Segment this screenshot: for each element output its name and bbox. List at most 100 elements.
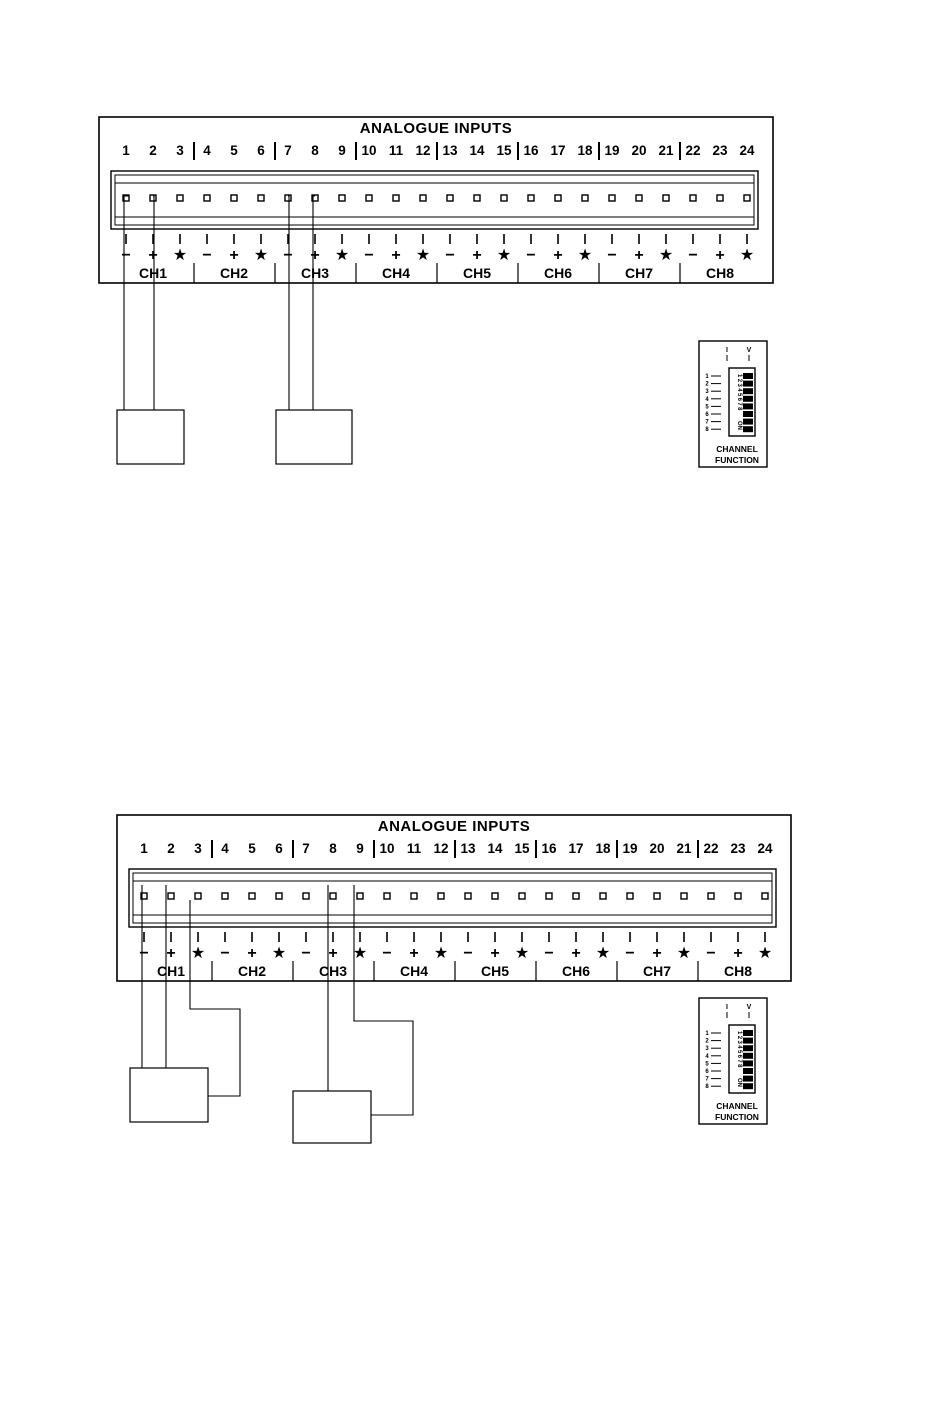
terminal-number: 17: [550, 143, 565, 158]
switch-actuator: [743, 403, 753, 410]
terminal-number: 3: [176, 143, 184, 158]
polarity-symbol: ★: [659, 247, 673, 264]
terminal-number: 23: [730, 841, 746, 856]
switch-row-number: 7: [705, 420, 709, 426]
terminal-screw: [761, 892, 769, 900]
channel-label: CH3: [319, 963, 347, 979]
polarity-symbol: ★: [758, 945, 772, 962]
polarity-symbol: +: [166, 945, 175, 962]
terminal-number: 19: [604, 143, 619, 158]
panel-title: ANALOGUE INPUTS: [378, 818, 531, 835]
switch-caption-line1: CHANNEL: [716, 1101, 758, 1111]
polarity-symbol: +: [247, 945, 256, 962]
polarity-symbol: +: [652, 945, 661, 962]
switch-body: [728, 1024, 756, 1094]
terminal-number: 10: [361, 143, 376, 158]
terminal-screw: [338, 194, 346, 202]
terminal-number: 22: [685, 143, 700, 158]
polarity-symbol: ★: [191, 945, 205, 962]
polarity-symbol: −: [445, 247, 454, 264]
wire-ch3-star: [353, 885, 414, 1116]
switch-label-v: V: [747, 347, 752, 354]
switch-row-number: 5: [705, 1061, 709, 1067]
polarity-symbol: +: [715, 247, 724, 264]
terminal-number: 18: [595, 841, 611, 856]
polarity-symbols: −+★−+★−+★−+★−+★−+★−+★−+★: [139, 945, 772, 962]
terminal-number: 6: [257, 143, 265, 158]
terminal-number: 24: [757, 841, 773, 856]
terminal-number: 17: [568, 841, 583, 856]
terminal-screw: [662, 194, 670, 202]
sensor-box: [129, 1067, 209, 1123]
terminal-screw: [149, 194, 157, 202]
terminal-number: 18: [577, 143, 593, 158]
terminal-number: 7: [284, 143, 292, 158]
polarity-symbol: +: [553, 247, 562, 264]
terminal-strip-outer: [110, 170, 759, 230]
polarity-symbol: ★: [254, 247, 268, 264]
switch-row-number: 5: [705, 404, 709, 410]
terminal-screw: [689, 194, 697, 202]
terminal-number: 23: [712, 143, 728, 158]
switch-caption-line2: FUNCTION: [715, 455, 759, 465]
terminal-screw: [257, 194, 265, 202]
polarity-symbol: ★: [335, 247, 349, 264]
switch-actuator: [743, 1068, 753, 1074]
polarity-symbol: ★: [416, 247, 430, 264]
channel-label: CH4: [382, 265, 410, 281]
switch-row-number: 2: [705, 382, 709, 388]
terminal-screw: [473, 194, 481, 202]
channel-label: CH6: [544, 265, 572, 281]
terminal-screw: [275, 892, 283, 900]
terminal-number: 2: [149, 143, 157, 158]
terminal-screw: [626, 892, 634, 900]
polarity-symbol: ★: [497, 247, 511, 264]
switch-row-number: 4: [705, 1054, 709, 1060]
switch-actuator: [743, 1045, 753, 1052]
switch-on-label: ON: [736, 421, 742, 430]
switch-actuator: [743, 1060, 753, 1067]
terminal-number: 8: [311, 143, 319, 158]
channel-label: CH2: [238, 963, 266, 979]
terminal-screw: [464, 892, 472, 900]
terminal-screw: [437, 892, 445, 900]
terminal-screw: [743, 194, 751, 202]
polarity-symbol: −: [220, 945, 229, 962]
terminal-screw: [572, 892, 580, 900]
switch-actuator: [743, 1052, 753, 1059]
channel-label: CH7: [625, 265, 653, 281]
switch-row-number: 8: [705, 1084, 709, 1090]
polarity-symbols: −+★−+★−+★−+★−+★−+★−+★−+★: [121, 247, 754, 264]
switch-actuator: [743, 1030, 753, 1036]
terminal-screw: [581, 194, 589, 202]
polarity-symbol: −: [625, 945, 634, 962]
polarity-symbol: −: [463, 945, 472, 962]
terminal-screw: [419, 194, 427, 202]
wire-ch3-positive: [312, 195, 315, 410]
channel-label: CH5: [463, 265, 491, 281]
channel-label: CH3: [301, 265, 329, 281]
terminal-screw: [311, 194, 319, 202]
terminal-number: 1: [140, 841, 148, 856]
channel-label: CH6: [562, 963, 590, 979]
polarity-symbol: +: [409, 945, 418, 962]
terminal-screw: [248, 892, 256, 900]
channel-label: CH7: [643, 963, 671, 979]
terminal-screw: [302, 892, 310, 900]
polarity-symbol: ★: [353, 945, 367, 962]
terminal-number: 14: [487, 841, 503, 856]
channel-label: CH1: [139, 265, 167, 281]
terminal-number: 7: [302, 841, 310, 856]
sensor-box: [275, 409, 353, 465]
terminal-screw: [410, 892, 418, 900]
terminal-screw: [383, 892, 391, 900]
switch-digits: 12345678: [736, 374, 742, 412]
polarity-symbol: +: [571, 945, 580, 962]
switch-body: [728, 367, 756, 437]
terminal-screw: [392, 194, 400, 202]
terminal-screw: [608, 194, 616, 202]
terminal-screw: [356, 892, 364, 900]
polarity-symbol: −: [706, 945, 715, 962]
terminal-screw: [716, 194, 724, 202]
